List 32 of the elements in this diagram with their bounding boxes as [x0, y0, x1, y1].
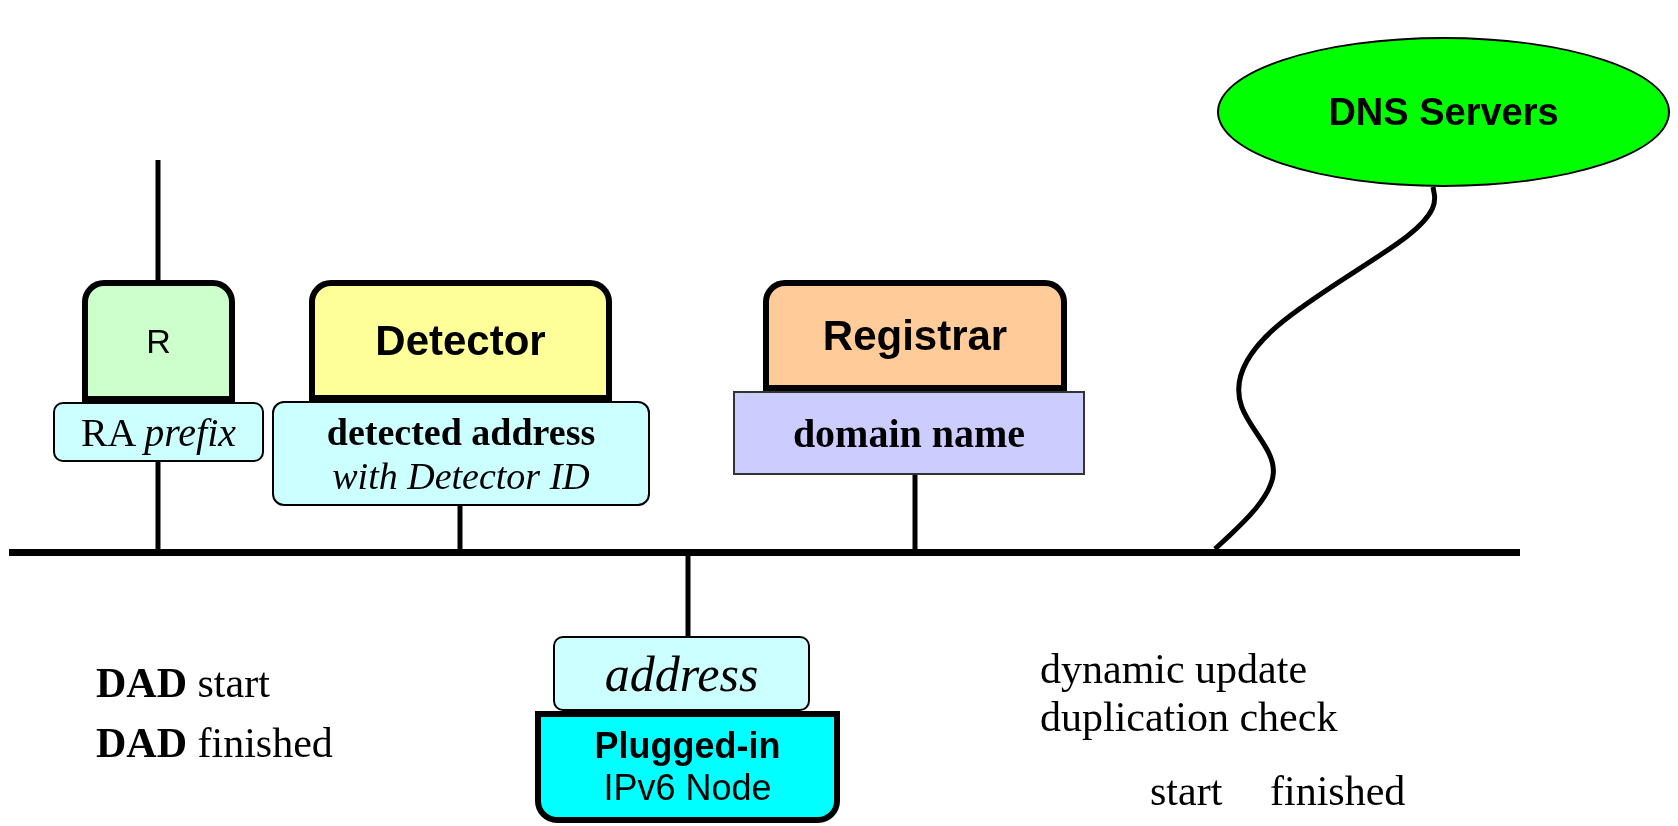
node-text: detected address — [326, 409, 596, 454]
link-line — [155, 160, 161, 280]
status-text: finished — [1270, 770, 1406, 812]
router-box — [82, 280, 235, 402]
link-line — [155, 462, 161, 549]
status-text: duplication check — [1040, 696, 1338, 738]
network-bus — [9, 549, 1520, 556]
status-text: DAD start — [96, 662, 270, 704]
link-line — [912, 475, 918, 549]
node-text: R — [146, 321, 171, 361]
node-text: IPv6 Node — [603, 767, 772, 809]
status-text: start — [1150, 770, 1223, 812]
message-box — [53, 402, 264, 462]
node-text: Plugged-in — [594, 725, 781, 767]
node-text: address — [604, 644, 759, 703]
message-box — [733, 391, 1085, 475]
status-text: DAD finished — [96, 722, 333, 764]
message-box — [272, 401, 650, 506]
node-text: DNS Servers — [1328, 90, 1559, 134]
link-line — [457, 506, 463, 549]
wavy-link-line — [1213, 186, 1438, 551]
node-box — [535, 711, 840, 823]
message-box — [553, 636, 810, 711]
node-text: Detector — [375, 316, 546, 365]
node-text: domain name — [792, 409, 1026, 457]
status-text: dynamic update — [1040, 648, 1308, 690]
link-line — [685, 556, 691, 636]
detector-box — [309, 280, 612, 401]
node-text: with Detector ID — [332, 453, 590, 498]
registrar-box — [763, 280, 1067, 391]
node-text: RA prefix — [80, 408, 237, 456]
node-text: Registrar — [822, 311, 1008, 360]
